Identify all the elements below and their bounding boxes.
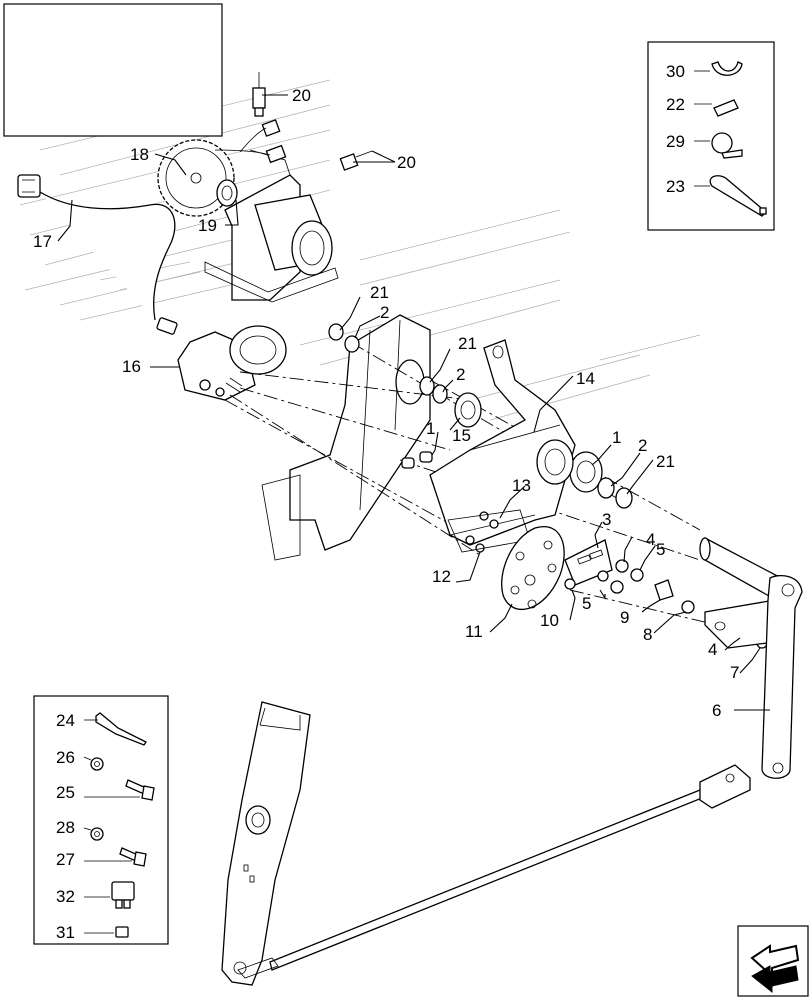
callout-4: 4 [708,640,717,659]
callout-26: 26 [56,748,75,767]
inset-clamps-panel [647,41,775,231]
callout-1: 1 [426,419,435,438]
clip-22-part [694,99,739,117]
callout-6: 6 [712,701,721,720]
speed-sensor-vertical [252,72,266,117]
callout-16: 16 [122,357,141,376]
next-page-arrow-icon[interactable] [737,925,809,997]
callout-30: 30 [666,62,685,81]
callout-7: 7 [730,663,739,682]
nut-26-part [83,756,104,771]
reference-box [3,3,223,137]
inset-hardware-panel [33,695,169,945]
callout-9: 9 [620,608,629,627]
control-rod [269,764,751,971]
callout-11: 11 [465,622,483,641]
callout-15: 15 [452,426,471,445]
pedal-lever [221,701,311,986]
spacer-washer [216,179,238,207]
callout-8: 8 [643,625,652,644]
nut-28-part [83,827,104,841]
bearings-and-snap-rings [328,323,633,509]
wiring-harness [17,174,178,335]
callout-23: 23 [666,177,685,196]
frame-upright [261,314,431,561]
callout-2: 2 [456,365,465,384]
mounting-bolts [447,509,531,553]
speed-sensor-horizontal [339,150,373,171]
clamp-30-part [694,61,743,76]
callout-21: 21 [458,334,477,353]
callout-28: 28 [56,818,75,837]
callout-12: 12 [432,567,451,586]
callout-31: 31 [56,923,75,942]
callout-27: 27 [56,850,75,869]
callout-32: 32 [56,887,75,906]
callout-5: 5 [656,540,665,559]
leader-lines [57,94,770,711]
cable-tie-23-part [694,175,767,217]
callout-2: 2 [638,436,647,455]
sprocket [157,139,235,217]
rivet-24-part [84,712,147,746]
callout-29: 29 [666,132,685,151]
drive-motor [177,325,287,401]
bolt-25-part [84,779,155,801]
callout-21: 21 [656,452,675,471]
sensor-bracket [204,149,339,303]
relay-32-part [84,881,135,909]
callout-20: 20 [397,153,416,172]
callout-20: 20 [292,86,311,105]
callout-5: 5 [582,594,591,613]
callout-2: 2 [380,303,389,322]
encoder-disc [501,525,565,611]
callout-17: 17 [33,232,52,251]
callout-25: 25 [56,783,75,802]
sensor-connectors [214,119,287,164]
p-clamp-29-part [694,132,743,159]
callout-labels: 20 20 18 17 19 21 2 16 21 2 14 1 15 1 2 … [33,62,739,942]
callout-4: 4 [646,530,655,549]
callout-13: 13 [512,476,531,495]
callout-22: 22 [666,95,685,114]
callout-21: 21 [370,283,389,302]
callout-19: 19 [198,216,217,235]
callout-1: 1 [612,428,621,447]
gearbox-housing [429,339,576,546]
callout-10: 10 [540,611,559,630]
bolt-27-part [84,847,147,867]
callout-14: 14 [576,369,595,388]
fuse-31-part [84,926,129,938]
lever-arm [761,575,803,779]
callout-18: 18 [130,145,149,164]
callout-24: 24 [56,711,75,730]
callout-3: 3 [602,510,611,529]
